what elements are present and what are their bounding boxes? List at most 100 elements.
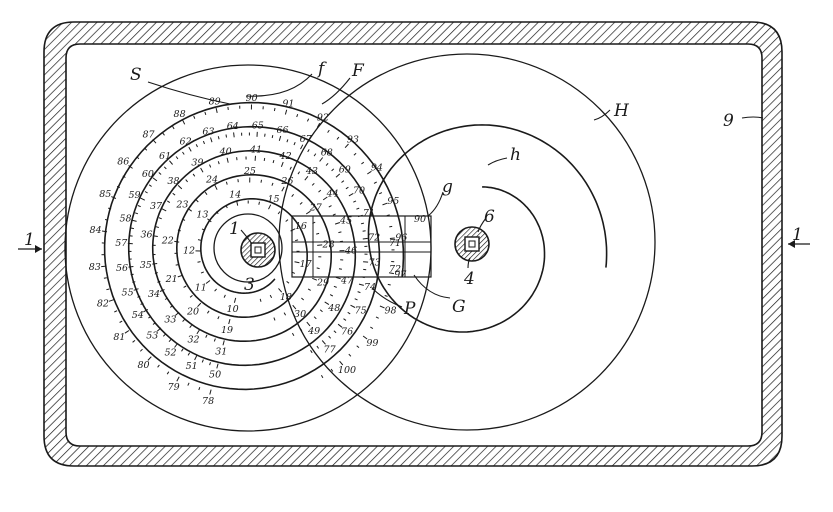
scale-number: 81 (113, 332, 125, 343)
scale-tick (196, 144, 197, 147)
scale-tick (285, 110, 286, 115)
scale-number: 21 (165, 274, 178, 285)
scale-number: 92 (317, 112, 329, 123)
scale-number: 40 (219, 146, 232, 157)
scale-tick (317, 268, 320, 269)
scale-tick (223, 340, 224, 345)
scale-tick (140, 349, 142, 351)
scale-number: 85 (99, 189, 111, 200)
scale-number: 70 (353, 185, 365, 196)
scale-number: 24 (205, 174, 218, 185)
scale-number: 13 (196, 210, 208, 221)
label-H: H (613, 101, 630, 121)
scale-tick (105, 220, 108, 221)
scale-tick (290, 167, 291, 170)
label-3: 3 (244, 275, 255, 295)
scale-tick (190, 295, 192, 297)
scale-tick (363, 231, 366, 232)
scale-number: 78 (202, 396, 214, 407)
scale-number: 16 (295, 221, 307, 232)
scale-tick (131, 228, 134, 229)
scale-tick (334, 286, 337, 287)
scale-number: 100 (338, 365, 356, 376)
scale-tick (218, 136, 219, 139)
scale-tick (196, 200, 198, 202)
scale-number: 80 (137, 360, 149, 371)
scale-number: 52 (164, 348, 176, 359)
label-1: 1 (229, 219, 240, 239)
scale-tick (109, 300, 114, 302)
scale-number: 41 (249, 144, 262, 155)
scale-number: 36 (140, 230, 152, 241)
scale-tick (342, 181, 344, 183)
scale-tick (183, 152, 185, 155)
scale-tick (273, 160, 274, 163)
scale-tick (224, 295, 225, 298)
scale-tick (104, 278, 107, 279)
scale-number: 59 (128, 190, 140, 201)
scale-number: 71 (363, 208, 375, 219)
scale-tick (169, 339, 171, 341)
scale-number: 28 (322, 239, 335, 250)
scale-tick (264, 158, 265, 161)
scale-tick (300, 202, 302, 204)
scale-tick (188, 383, 189, 386)
scale-tick (344, 319, 347, 321)
scale-tick (389, 226, 392, 227)
scale-tick (158, 365, 160, 367)
scale-tick (326, 163, 328, 165)
scale-number: 93 (347, 134, 359, 145)
scale-tick (227, 158, 228, 163)
scale-tick (346, 187, 349, 189)
scale-tick (354, 153, 356, 155)
scale-tick (274, 108, 275, 111)
casing-frame (44, 22, 782, 466)
scale-tick (338, 232, 341, 233)
scale-number: 20 (186, 307, 199, 318)
label-6: 6 (484, 207, 495, 227)
scale-tick (193, 174, 195, 176)
scale-tick (317, 245, 322, 246)
scale-tick (370, 327, 373, 329)
scale-tick (140, 198, 145, 200)
scale-tick (358, 292, 361, 293)
scale-tick (202, 360, 203, 363)
scale-tick (329, 336, 331, 338)
scale-tick (163, 334, 165, 336)
scale-tick (353, 201, 356, 202)
leader-g (428, 192, 443, 216)
scale-tick (131, 274, 134, 275)
scale-number: 33 (164, 315, 176, 326)
scale-tick (301, 145, 303, 149)
scale-tick (152, 264, 157, 265)
scale-number: 45 (339, 216, 352, 227)
scale-number: 14 (229, 189, 241, 200)
scale-tick (260, 299, 261, 302)
scale-tick (361, 162, 363, 164)
scale-tick (159, 218, 162, 219)
scale-number: 15 (267, 194, 279, 205)
scale-number: 11 (195, 282, 207, 293)
scale-tick (129, 267, 134, 268)
scale-number: 56 (116, 263, 128, 274)
scale-tick (307, 119, 308, 122)
scale-tick (106, 289, 109, 290)
scale-tick (138, 206, 141, 207)
scale-number: 12 (183, 246, 195, 257)
scale-tick (201, 272, 204, 273)
scale-tick (201, 168, 203, 172)
scale-tick (101, 266, 106, 267)
scale-tick (218, 161, 219, 164)
scale-tick (314, 154, 316, 157)
scale-number: 67 (300, 134, 313, 145)
scale-tick (334, 331, 336, 333)
scale-tick (194, 116, 195, 119)
scale-tick (176, 265, 179, 266)
scale-tick (174, 241, 179, 242)
scale-tick (279, 136, 280, 141)
scale-tick (167, 201, 170, 203)
scale-tick (195, 356, 197, 361)
scale-number: 86 (117, 157, 129, 168)
scale-tick (125, 331, 129, 334)
scale-number: 87 (142, 129, 155, 140)
